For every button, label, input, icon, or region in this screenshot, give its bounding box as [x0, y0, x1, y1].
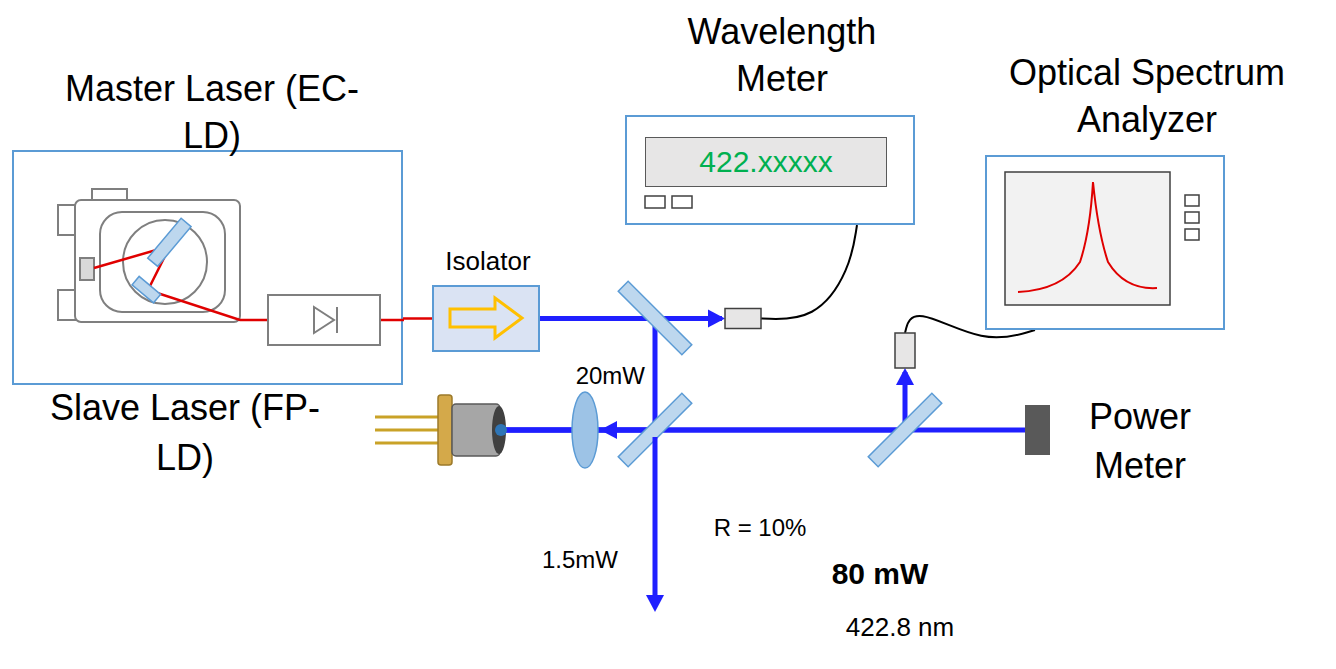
- laser-pin: [375, 416, 440, 419]
- fiber-cable: [905, 316, 1035, 337]
- label-slot: 80 mW: [780, 556, 980, 592]
- dump-beam: [653, 437, 658, 596]
- laser-ray: [94, 246, 268, 320]
- mount-body: [75, 200, 240, 322]
- laser-mount: [58, 189, 240, 322]
- diode-symbol: [314, 307, 334, 333]
- grating-mirror: [148, 218, 191, 266]
- meter-button: [672, 196, 692, 208]
- beam-connector: [540, 225, 857, 329]
- diode-symbol: [336, 307, 338, 333]
- meter-box: Wavelength Meter422.xxxxx: [625, 115, 915, 225]
- isolator-arrow: [450, 298, 522, 338]
- laser-pins: [375, 417, 440, 443]
- label-slot: 20mW: [545, 362, 645, 391]
- device-name: Slave Laser (FP-LD): [35, 383, 335, 484]
- dump-arrowhead: [646, 595, 664, 612]
- beam-connector: [403, 318, 432, 319]
- laser-pin: [375, 429, 440, 432]
- analyzer-button: [1185, 229, 1199, 240]
- fiber-coupler: [725, 309, 761, 329]
- device-name: Master Laser (EC-LD): [62, 66, 362, 160]
- power-label: 1.5mW: [500, 546, 660, 575]
- display-reading: 422.xxxxx: [699, 144, 832, 180]
- power-meter: Power Meter: [1025, 405, 1050, 455]
- beam-arrowhead: [896, 368, 914, 385]
- power-label: R = 10%: [680, 514, 840, 543]
- fiber-coupler: [895, 333, 915, 368]
- analyzer-screen: [1005, 172, 1170, 305]
- device-name: Power Meter: [1055, 393, 1225, 490]
- laser-chip: [80, 258, 94, 280]
- can-face: [492, 406, 506, 454]
- beam-line: [505, 372, 905, 430]
- laser-ray: [380, 319, 404, 322]
- laser-pin: [375, 442, 440, 445]
- power-label: 422.8 nm: [800, 612, 1000, 643]
- beam-splitter: [868, 393, 942, 467]
- can-window: [495, 424, 507, 436]
- label-slot: 1.5mW: [500, 546, 660, 575]
- diode-housing: [268, 295, 380, 345]
- beam-arrowhead: [708, 310, 725, 328]
- fiber-cable: [761, 225, 857, 319]
- label-slot: R = 10%: [680, 514, 840, 543]
- meter-display: 422.xxxxx: [645, 137, 887, 187]
- spectrum-peak: [1018, 182, 1157, 292]
- analyzer-button: [1185, 212, 1199, 223]
- device-name: Optical Spectrum Analyzer: [967, 50, 1327, 144]
- mount-rotor: [123, 220, 207, 304]
- beam-splitter: [618, 281, 692, 355]
- power-label: 20mW: [545, 362, 645, 391]
- analyzer-button: [1185, 195, 1199, 206]
- label-slot: 422.8 nm: [800, 612, 1000, 643]
- lens: [572, 392, 598, 468]
- fold-mirror: [132, 276, 161, 302]
- meter-button: [645, 196, 665, 208]
- beam-line: [403, 317, 432, 320]
- can-flange: [438, 395, 452, 465]
- power-label: 80 mW: [780, 556, 980, 592]
- device-name: Isolator: [408, 245, 568, 279]
- device-name: Wavelength Meter: [652, 9, 912, 103]
